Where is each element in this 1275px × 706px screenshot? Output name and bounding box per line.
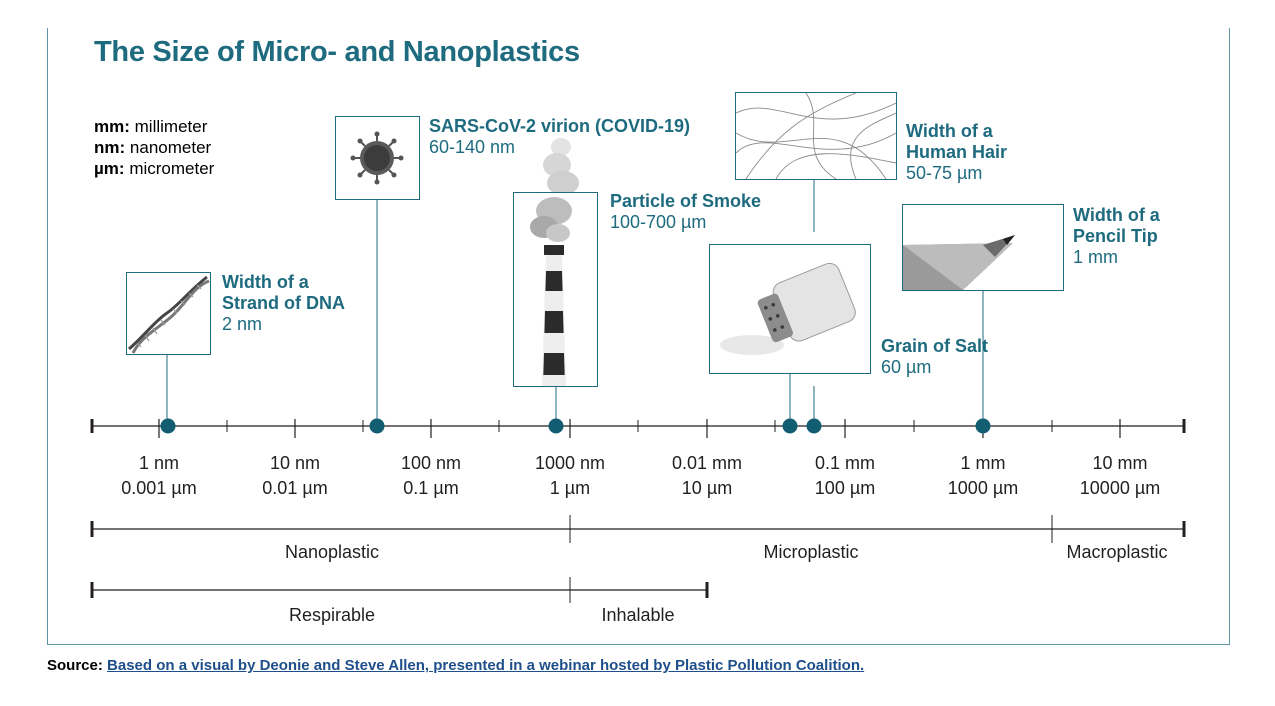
legend-nm: nm: nanometer (94, 138, 212, 157)
hair-strands-icon (735, 92, 897, 180)
marker-virus (369, 418, 385, 434)
category-macroplastic: Macroplastic (1066, 542, 1168, 562)
connector-lines (166, 178, 984, 426)
figure-title: The Size of Micro- and Nanoplastics (94, 36, 580, 68)
unit-legend: mm: millimeter nm: nanometer µm: microme… (94, 116, 214, 179)
salt-shaker-icon (709, 244, 871, 374)
size-class-range (90, 515, 1186, 543)
marker-pencil (975, 418, 991, 434)
legend-mm: mm: millimeter (94, 117, 208, 136)
marker-hair (806, 418, 822, 434)
marker-dna (160, 418, 176, 434)
label-dna: Width of a Strand of DNA 2 nm (222, 272, 345, 334)
source-line: Source: Based on a visual by Deonie and … (47, 657, 864, 674)
figure-frame (47, 28, 1230, 645)
pencil-tip-icon (902, 204, 1064, 291)
marker-smoke (548, 418, 564, 434)
virus-icon (335, 116, 420, 200)
source-link[interactable]: Based on a visual by Deonie and Steve Al… (107, 657, 865, 674)
log-scale-axis (90, 419, 1186, 438)
size-markers (160, 418, 991, 434)
smoke-plume-icon (535, 135, 585, 195)
category-respirable: Respirable (288, 605, 376, 625)
category-inhalable: Inhalable (601, 605, 675, 625)
marker-salt (782, 418, 798, 434)
category-nanoplastic: Nanoplastic (284, 542, 380, 562)
label-smoke: Particle of Smoke 100-700 µm (610, 191, 762, 232)
breathing-range (90, 577, 709, 603)
legend-um: µm: micrometer (94, 159, 215, 178)
label-pencil: Width of a Pencil Tip 1 mm (1073, 205, 1160, 267)
label-virus: SARS-CoV-2 virion (COVID-19) 60-140 nm (429, 116, 691, 157)
category-microplastic: Microplastic (763, 542, 859, 562)
label-salt: Grain of Salt 60 µm (881, 336, 989, 377)
smokestack-icon (513, 192, 598, 387)
dna-helix-icon (126, 272, 211, 355)
label-hair: Width of a Human Hair 50-75 µm (906, 121, 1008, 183)
source-label: Source: (47, 657, 103, 674)
